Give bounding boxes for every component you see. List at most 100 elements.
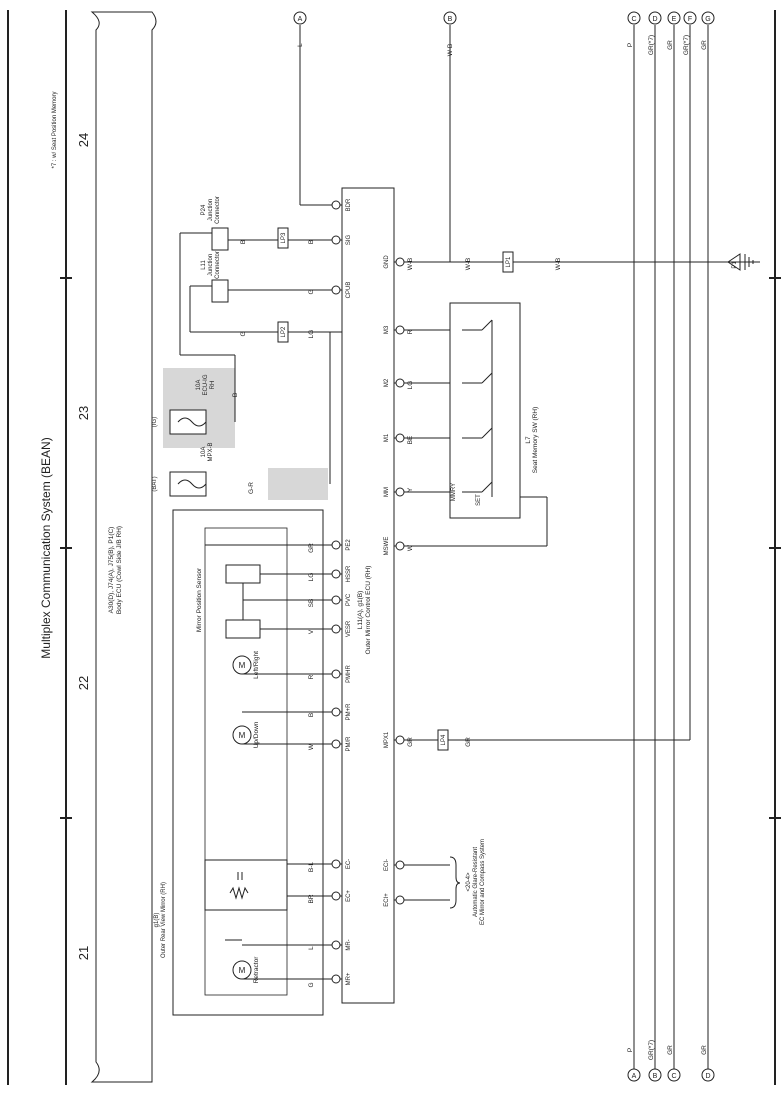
seat-memory-sw-label-2: Seat Memory SW (RH) — [532, 407, 539, 473]
svg-text:R: R — [308, 674, 315, 679]
svg-text:GR: GR — [308, 543, 315, 553]
svg-text:LP3: LP3 — [281, 232, 287, 243]
junction-l11-1: L11 — [201, 260, 207, 270]
fuse-ig-box: (IG) — [152, 417, 158, 427]
rear-view-mirror-label-1: g1(B) — [154, 913, 160, 928]
svg-text:PE2: PE2 — [346, 539, 352, 551]
svg-text:LG: LG — [407, 381, 414, 390]
rear-view-mirror-outline — [172, 509, 324, 1016]
junction-p24 — [211, 227, 229, 251]
svg-text:GR: GR — [667, 1045, 674, 1055]
svg-text:GR: GR — [407, 737, 414, 747]
svg-text:PVC: PVC — [346, 593, 352, 606]
svg-text:GR: GR — [667, 40, 674, 50]
gl-mirror-label-3: EC Mirror and Compass System — [480, 839, 486, 925]
svg-text:A: A — [632, 1073, 637, 1080]
mirror-ecu-label-1: L11(A), g1(B) — [357, 591, 364, 630]
svg-text:M3: M3 — [384, 325, 390, 334]
body-ecu-label-1: A30(D), J74(A), J75(B), P1(C) — [108, 527, 115, 614]
svg-text:M: M — [239, 966, 246, 975]
svg-text:VESR: VESR — [346, 620, 352, 637]
svg-text:B: B — [232, 393, 239, 397]
svg-text:B: B — [240, 240, 247, 244]
mirror-position-sensor — [225, 564, 261, 639]
svg-text:B: B — [448, 16, 453, 23]
fuse-bat-amps: 10A — [201, 447, 207, 458]
junction-p24-1: P24 — [201, 204, 207, 215]
svg-text:EC+: EC+ — [346, 890, 352, 902]
svg-text:LP4: LP4 — [441, 734, 447, 745]
gl-mirror-bracket — [449, 856, 461, 909]
svg-text:M: M — [239, 661, 246, 670]
svg-text:P: P — [627, 43, 634, 47]
gl-mirror-label-2: Automatic Glare-Resistant — [473, 847, 479, 917]
svg-text:G: G — [705, 16, 710, 23]
bat-connector-shade — [268, 468, 328, 500]
lp-connectors: LP3 LP2 LP1 LP4 — [277, 227, 514, 751]
bus-bottom: P GR(*7) GR GR — [627, 1040, 708, 1060]
svg-text:L: L — [308, 946, 315, 950]
svg-text:M1: M1 — [384, 433, 390, 442]
ecu-pin-terminals — [331, 200, 405, 984]
svg-text:MPX1: MPX1 — [384, 731, 390, 748]
svg-text:MR-: MR- — [346, 939, 352, 950]
ground-symbol — [727, 253, 754, 271]
svg-text:GR(*7): GR(*7) — [648, 1040, 655, 1060]
svg-text:W-B: W-B — [447, 44, 454, 57]
svg-text:E: E — [672, 16, 677, 23]
svg-text:MR+: MR+ — [346, 972, 352, 985]
seat-memory-sw-box — [449, 302, 521, 519]
body-ecu-label-2: Body ECU (Cowl Side J/B RH) — [116, 526, 123, 614]
up-down-label: Up/Down — [253, 721, 260, 748]
junction-l11 — [211, 279, 229, 303]
set-label: SET — [476, 494, 482, 506]
fuse-ig-amps: 10A — [196, 380, 202, 391]
svg-text:D: D — [652, 16, 657, 23]
svg-text:W-B: W-B — [407, 258, 414, 271]
svg-text:W-B: W-B — [465, 258, 472, 271]
grid-number-23: 23 — [76, 406, 91, 420]
svg-text:LP1: LP1 — [506, 256, 512, 267]
svg-text:BDR: BDR — [346, 198, 352, 211]
svg-text:R: R — [407, 329, 414, 334]
svg-text:L: L — [297, 43, 304, 47]
mirror-control-ecu — [341, 187, 395, 1004]
svg-text:V: V — [308, 629, 315, 634]
left-right-label: Left/Right — [253, 651, 260, 679]
svg-text:A: A — [298, 16, 303, 23]
svg-text:BR: BR — [308, 894, 315, 903]
svg-text:W: W — [308, 743, 315, 750]
retractor-label: Retractor — [253, 956, 260, 984]
fuse-ig-side: RH — [210, 381, 216, 390]
svg-text:G-R: G-R — [248, 482, 255, 494]
left-right-motor: M Left/Right — [232, 651, 260, 679]
grid-number-24: 24 — [76, 133, 91, 147]
svg-text:GR: GR — [701, 1045, 708, 1055]
svg-text:LG: LG — [308, 573, 315, 582]
svg-text:PM+R: PM+R — [346, 703, 352, 721]
fuse-bat-name: MPX-B — [208, 442, 214, 461]
svg-text:P: P — [627, 1048, 634, 1052]
svg-text:GR(*7): GR(*7) — [683, 35, 690, 55]
svg-text:W-B: W-B — [555, 258, 562, 271]
rear-view-mirror-label-2: Outer Rear View Mirror (RH) — [161, 882, 167, 958]
svg-text:B: B — [308, 240, 315, 244]
svg-text:EC-: EC- — [346, 859, 352, 869]
svg-text:C: C — [631, 16, 636, 23]
page-title: Multiplex Communication System (BEAN) — [39, 437, 53, 658]
svg-text:PMHR: PMHR — [346, 665, 352, 683]
rear-view-mirror-inner — [204, 527, 288, 996]
svg-text:GR(*7): GR(*7) — [648, 35, 655, 55]
svg-text:G: G — [308, 982, 315, 987]
svg-text:MSWE: MSWE — [384, 537, 390, 556]
gl-mirror-label-1: <20-4> — [466, 872, 472, 892]
svg-text:B: B — [308, 713, 315, 717]
bus-top-terminals: A B C D E F G — [293, 11, 715, 25]
svg-text:LG: LG — [308, 330, 315, 339]
junction-l11-2: Junction — [208, 254, 214, 276]
svg-text:B-L: B-L — [308, 862, 315, 873]
fuse-ig — [169, 409, 207, 435]
svg-text:GR: GR — [465, 737, 472, 747]
svg-text:LP2: LP2 — [281, 326, 287, 337]
